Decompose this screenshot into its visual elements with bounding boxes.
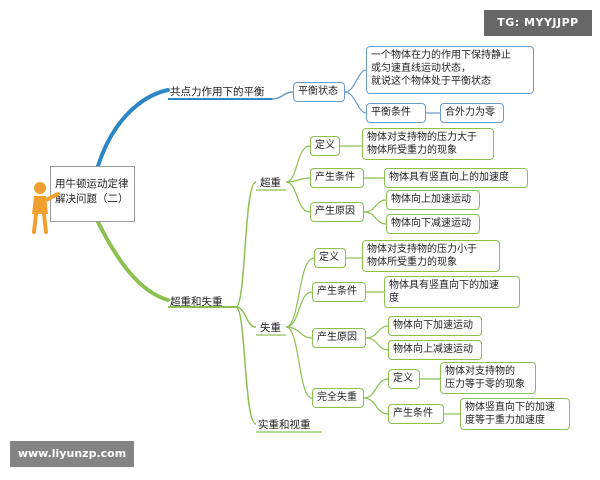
node-over-def-text: 物体对支持物的压力大于 物体所受重力的现象 (362, 128, 494, 160)
link-over-def (285, 145, 311, 183)
link-complete-cond (363, 397, 389, 415)
link-under-cause-2 (365, 337, 389, 351)
node-balance-condition-value: 合外力为零 (440, 103, 504, 123)
link-weight-over (235, 181, 257, 308)
link-under-complete (285, 326, 313, 399)
node-over-cause-2: 物体向下减速运动 (386, 214, 480, 234)
link-over-cause-1 (363, 199, 387, 213)
link-under-cause (285, 326, 313, 339)
node-complete-def-label: 定义 (388, 369, 420, 389)
node-over-cause-label: 产生原因 (310, 202, 364, 222)
link-under-cond (285, 291, 313, 328)
node-under-title: 失重 (260, 322, 281, 334)
central-topic: 用牛顿运动定律 解决问题（二） (50, 166, 135, 222)
node-over-cause-1: 物体向上加速运动 (386, 190, 480, 210)
link-weight-real (235, 306, 257, 425)
branch-weight (96, 220, 170, 302)
teacher-figure-icon (32, 182, 60, 234)
node-under-cond-label: 产生条件 (312, 282, 366, 302)
node-balance-state-desc: 一个物体在力的作用下保持静止 或匀速直线运动状态， 就说这个物体处于平衡状态 (366, 46, 534, 94)
node-under-def-label: 定义 (314, 248, 346, 268)
node-over-cond-label: 产生条件 (310, 168, 364, 188)
node-real-weight: 实重和视重 (258, 419, 311, 431)
node-weight-title: 超重和失重 (170, 296, 223, 308)
link-complete-def (363, 378, 389, 399)
link-under-def (285, 257, 315, 328)
link-over-cond (285, 177, 311, 183)
watermark-bottom: www.liyunzp.com (10, 441, 134, 467)
node-over-def-label: 定义 (310, 136, 340, 156)
central-topic-line-1: 用牛顿运动定律 (55, 178, 129, 190)
node-balance-condition: 平衡条件 (366, 103, 426, 123)
node-under-def-text: 物体对支持物的压力小于 物体所受重力的现象 (362, 240, 500, 272)
link-over-cause-2 (363, 211, 387, 225)
node-over-title: 超重 (260, 177, 281, 189)
node-under-cause-1: 物体向下加速运动 (388, 316, 482, 336)
link-state-desc (344, 69, 367, 93)
node-balance-title: 共点力作用下的平衡 (170, 86, 265, 98)
node-complete-cond-text: 物体竖直向下的加速 度等于重力加速度 (460, 398, 570, 430)
link-state-cond (344, 91, 367, 114)
central-topic-line-2: 解决问题（二） (55, 193, 129, 205)
node-over-cond-text: 物体具有竖直向上的加速度 (384, 168, 528, 188)
link-over-cause (285, 181, 311, 213)
node-complete-def-text: 物体对支持物的 压力等于零的现象 (440, 362, 536, 394)
link-under-cause-1 (365, 325, 389, 339)
node-under-cause-2: 物体向上减速运动 (388, 340, 482, 360)
link-balance-state (271, 91, 294, 100)
node-balance-state: 平衡状态 (293, 82, 345, 102)
node-complete-title: 完全失重 (312, 388, 364, 408)
node-complete-cond-label: 产生条件 (388, 404, 444, 424)
node-under-cond-text: 物体具有竖直向下的加速 度 (384, 276, 520, 308)
link-weight-under (235, 306, 257, 328)
watermark-top: TG: MYYJJPP (484, 10, 592, 36)
node-under-cause-label: 产生原因 (312, 328, 366, 348)
branch-balance (96, 88, 170, 168)
